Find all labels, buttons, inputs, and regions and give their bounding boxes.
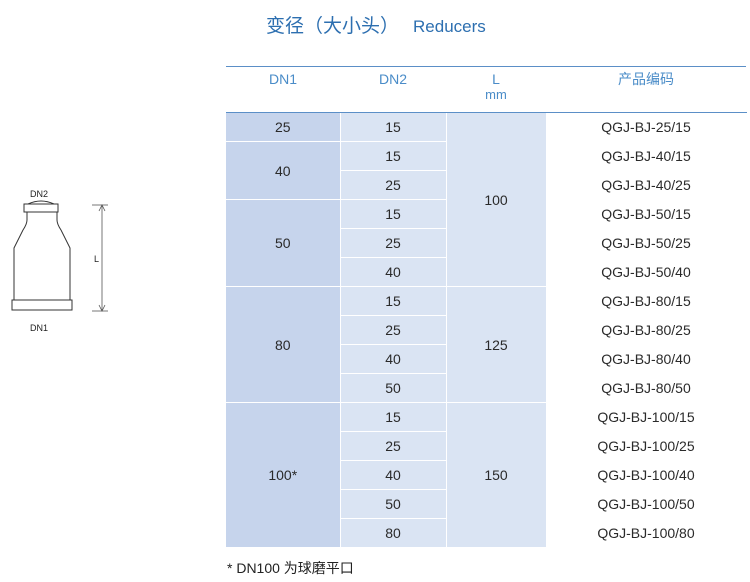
table-row: 80 QGJ-BJ-100/80 [226, 518, 747, 548]
dimension-line [92, 204, 108, 312]
cell-dn2: 50 [340, 373, 447, 403]
cell-dn1: 50 [226, 199, 341, 287]
table-row: 25 QGJ-BJ-80/25 [226, 315, 747, 345]
cell-product-code: QGJ-BJ-100/25 [546, 431, 747, 461]
cell-product-code: QGJ-BJ-50/15 [546, 199, 747, 229]
table-row: 40 QGJ-BJ-50/40 [226, 257, 747, 287]
table-row: 40 QGJ-BJ-100/40 [226, 460, 747, 490]
cell-product-code: QGJ-BJ-100/80 [546, 518, 747, 548]
cell-dn2: 15 [340, 141, 447, 171]
cell-product-code: QGJ-BJ-100/15 [546, 402, 747, 432]
cell-product-code: QGJ-BJ-25/15 [546, 112, 747, 142]
header-length: L mm [446, 66, 546, 113]
cell-dn1: 40 [226, 141, 341, 200]
cell-dn2: 25 [340, 228, 447, 258]
header-length-unit: mm [485, 87, 507, 102]
cell-product-code: QGJ-BJ-40/15 [546, 141, 747, 171]
cell-dn2: 50 [340, 489, 447, 519]
cell-product-code: QGJ-BJ-100/40 [546, 460, 747, 490]
cell-product-code: QGJ-BJ-80/25 [546, 315, 747, 345]
cell-dn1: 80 [226, 286, 341, 403]
length-label: L [94, 254, 99, 264]
title-cn: 变径（大小头） [266, 16, 400, 37]
header-product-code: 产品编码 [546, 66, 746, 113]
dn2-label: DN2 [30, 189, 48, 199]
cell-dn2: 15 [340, 112, 447, 142]
dn1-label: DN1 [30, 323, 48, 333]
cell-dn2: 15 [340, 199, 447, 229]
cell-dn2: 15 [340, 402, 447, 432]
header-dn1: DN1 [226, 66, 340, 113]
table-row: 40 QGJ-BJ-80/40 [226, 344, 747, 374]
table-row: 25 QGJ-BJ-100/25 [226, 431, 747, 461]
cell-length: 125 [446, 286, 547, 403]
cell-product-code: QGJ-BJ-50/25 [546, 228, 747, 258]
cell-dn2: 40 [340, 344, 447, 374]
title-en: Reducers [413, 17, 486, 36]
cell-product-code: QGJ-BJ-80/50 [546, 373, 747, 403]
reducer-drawing: DN2 L DN1 [11, 189, 108, 333]
cell-dn2: 25 [340, 315, 447, 345]
table-row: 50 QGJ-BJ-100/50 [226, 489, 747, 519]
cell-dn2: 25 [340, 431, 447, 461]
cell-dn2: 40 [340, 257, 447, 287]
cell-dn2: 25 [340, 170, 447, 200]
footnote: * DN100 为球磨平口 [227, 560, 354, 576]
cell-product-code: QGJ-BJ-50/40 [546, 257, 747, 287]
header-length-label: L [492, 71, 500, 87]
cell-dn2: 80 [340, 518, 447, 548]
cell-product-code: QGJ-BJ-40/25 [546, 170, 747, 200]
table-header-row: DN1 DN2 L mm 产品编码 [226, 66, 746, 113]
header-dn2: DN2 [340, 66, 446, 113]
cell-dn2: 15 [340, 286, 447, 316]
cell-dn1: 25 [226, 112, 341, 142]
cell-dn1: 100* [226, 402, 341, 548]
table-row: 25 QGJ-BJ-50/25 [226, 228, 747, 258]
cell-dn2: 40 [340, 460, 447, 490]
cell-length: 150 [446, 402, 547, 548]
cell-product-code: QGJ-BJ-100/50 [546, 489, 747, 519]
cell-length: 100 [446, 112, 547, 287]
cell-product-code: QGJ-BJ-80/15 [546, 286, 747, 316]
cell-product-code: QGJ-BJ-80/40 [546, 344, 747, 374]
reducer-outline-icon [11, 200, 73, 311]
page-title: 变径（大小头） Reducers [266, 11, 486, 38]
